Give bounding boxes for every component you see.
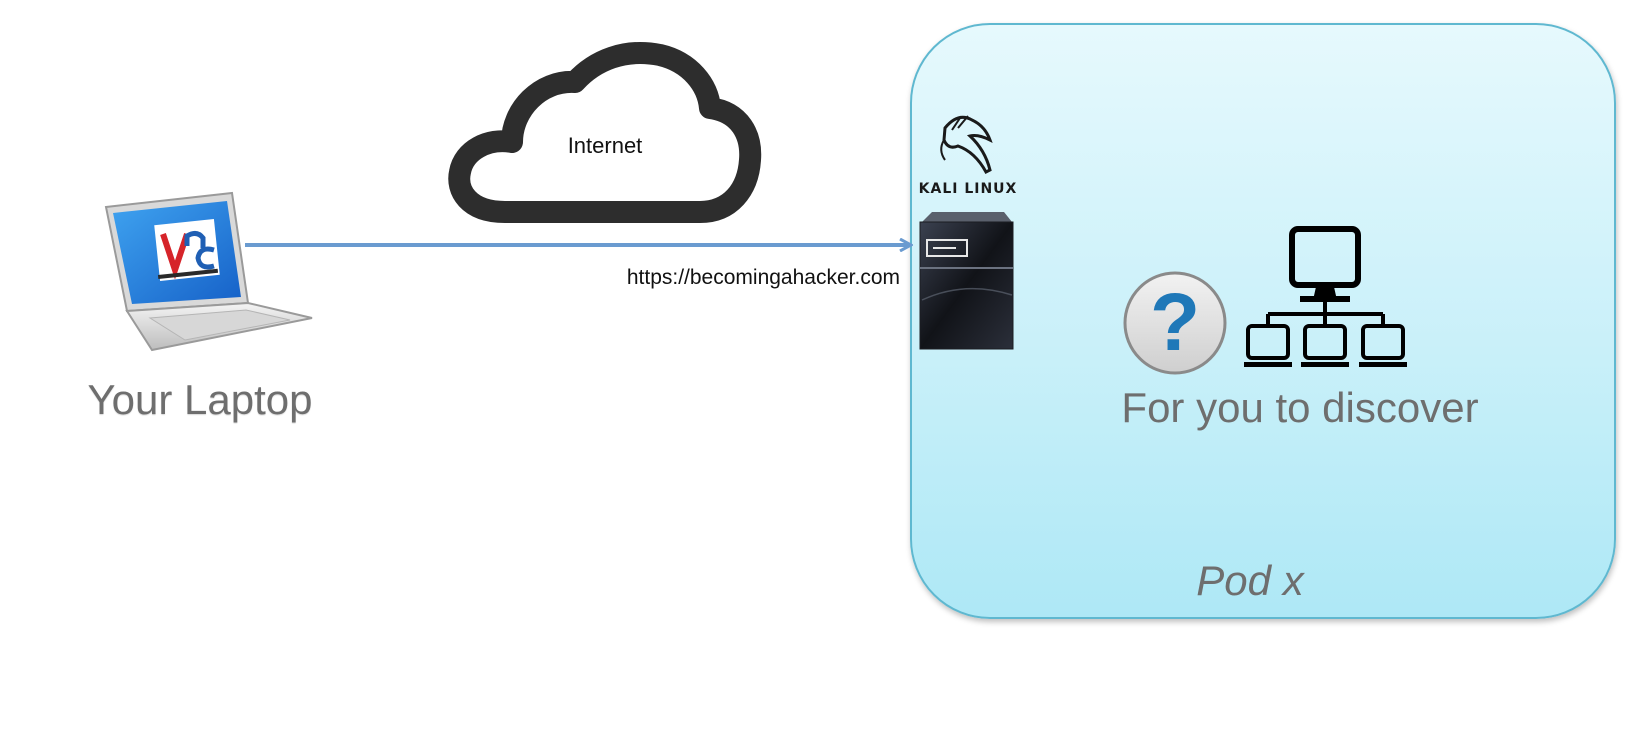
kali-dragon-icon bbox=[940, 115, 993, 174]
cloud-icon bbox=[448, 42, 762, 223]
vnc-laptop-icon bbox=[104, 191, 313, 352]
kali-linux-label: KALI LINUX bbox=[918, 181, 1018, 197]
vnc-logo-icon bbox=[154, 219, 220, 281]
discover-label: For you to discover bbox=[1121, 384, 1479, 431]
internet-label: Internet bbox=[567, 133, 643, 158]
network-topology-icon bbox=[1244, 226, 1407, 367]
pod-container bbox=[910, 23, 1616, 619]
connection-url-label: https://becomingahacker.com bbox=[626, 266, 900, 289]
question-mark-icon: ? bbox=[1123, 271, 1227, 375]
server-icon bbox=[919, 212, 1014, 350]
laptop-label: Your Laptop bbox=[87, 376, 313, 423]
svg-text:?: ? bbox=[1150, 277, 1200, 368]
pod-label: Pod x bbox=[1196, 557, 1304, 604]
